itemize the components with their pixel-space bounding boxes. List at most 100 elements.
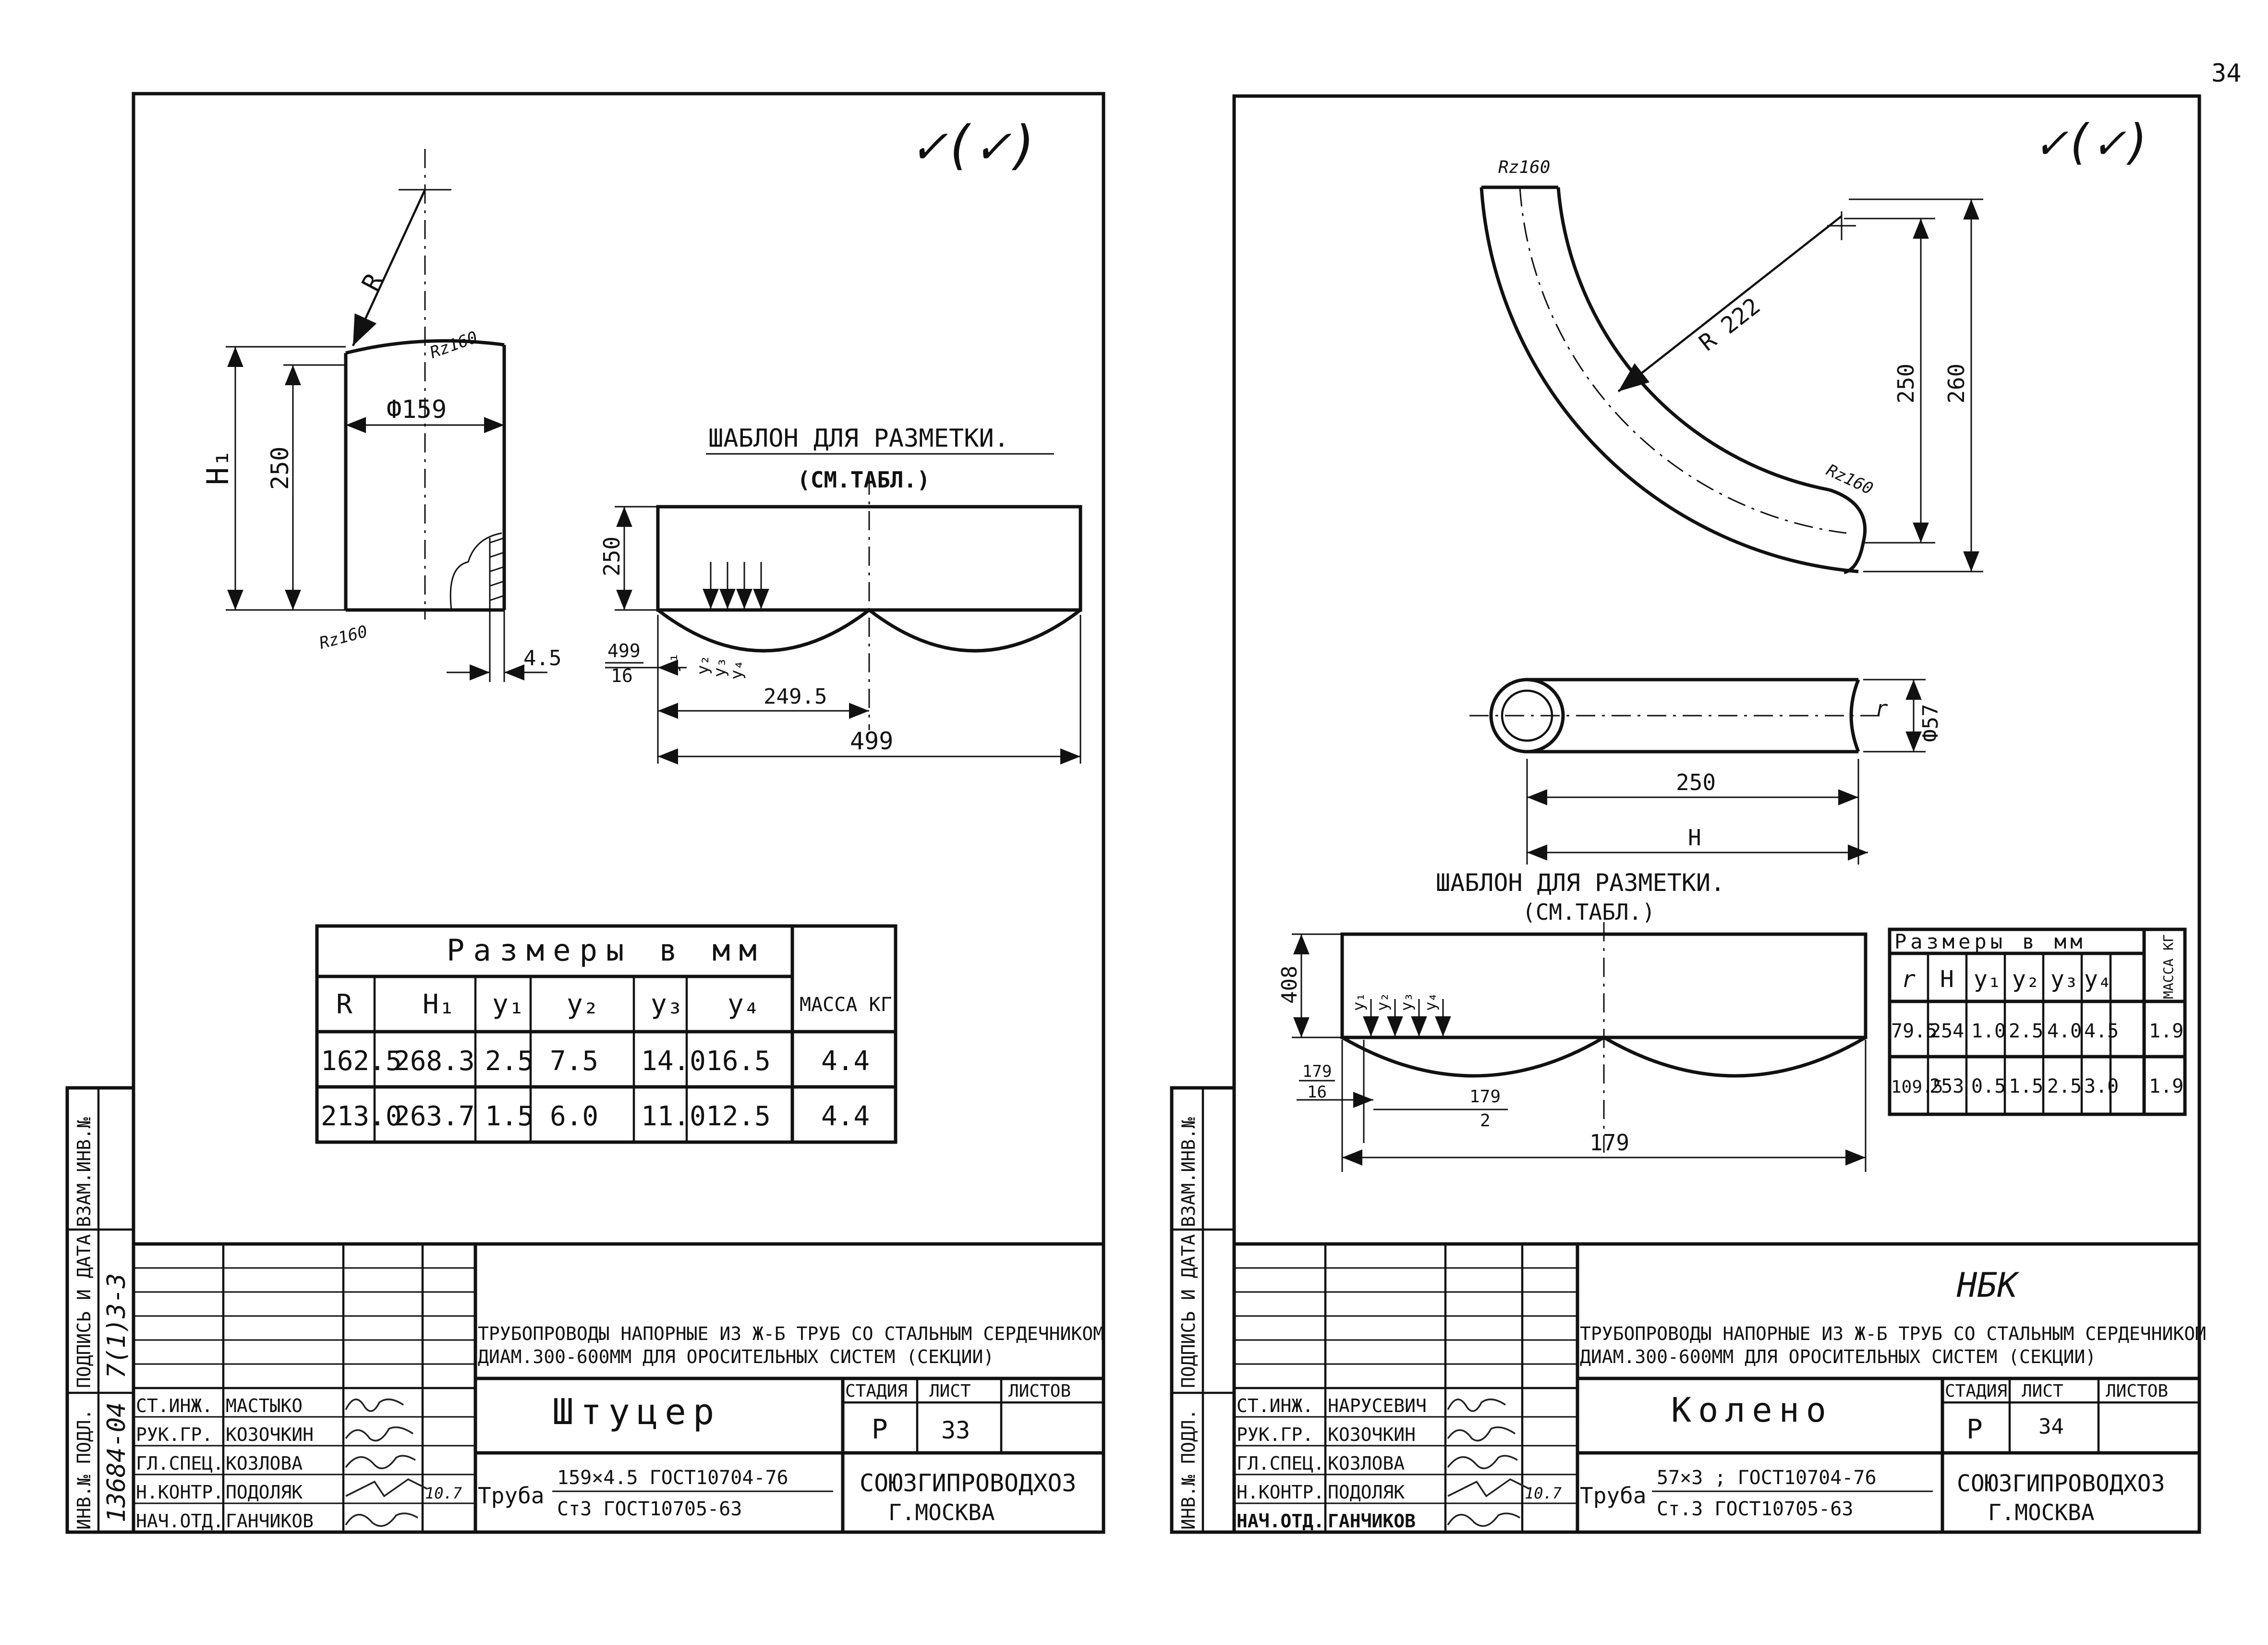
people-list: СТ.ИНЖ. НАРУСЕВИЧ РУК.ГР. КОЗОЧКИН ГЛ.СП…	[1237, 1395, 1427, 1532]
y4: y₄	[727, 660, 746, 680]
dim-250b: 250	[1676, 769, 1716, 795]
dim-260: 260	[1943, 364, 1969, 403]
project-title: ТРУБОПРОВОДЫ НАПОРНЫЕ ИЗ Ж-Б ТРУБ СО СТА…	[478, 1323, 1104, 1344]
col-H1: H₁	[423, 989, 455, 1020]
pipe-word: Труба	[478, 1483, 544, 1509]
signatures	[345, 1398, 428, 1527]
role: РУК.ГР.	[1237, 1424, 1313, 1445]
table-row: 162.5 268.3 2.5 7.5 14.0 16.5 4.4	[321, 1046, 870, 1077]
cell: 7.5	[550, 1046, 598, 1077]
person: ПОДОЛЯК	[1328, 1482, 1405, 1503]
person: КОЗЛОВА	[226, 1453, 303, 1474]
person: КОЗОЧКИН	[226, 1424, 314, 1445]
org-name: СОЮЗГИПРОВОДХОЗ	[1957, 1470, 2165, 1497]
side-label-vzam: ВЗАМ.ИНВ.№	[73, 1117, 95, 1227]
person: ГАНЧИКОВ	[1328, 1511, 1416, 1532]
col-r: r	[1902, 966, 1916, 993]
frac2-den: 2	[1480, 1111, 1491, 1131]
col-y1: y₁	[1974, 966, 2001, 993]
project-title-2: ДИАМ.300-600ММ ДЛЯ ОРОСИТЕЛЬНЫХ СИСТЕМ (…	[1580, 1346, 2096, 1367]
right-pipe-view: Ф57 r 250 H	[1469, 678, 1943, 865]
cell: 268.3	[394, 1046, 475, 1077]
label-H1: H₁	[200, 449, 235, 485]
pipe-spec-bottom: Ст3 ГОСТ10705-63	[557, 1498, 742, 1520]
right-size-table: Размеры в мм МАССА КГ r H y₁ y₂ y₃ y₄ 79…	[1888, 927, 2187, 1116]
sheet-header: ЛИСТ	[2022, 1381, 2063, 1401]
cell: 1.9	[2149, 1075, 2183, 1097]
pipe-word: Труба	[1580, 1483, 1646, 1509]
frac-num: 179	[1302, 1062, 1332, 1081]
role: РУК.ГР.	[136, 1424, 213, 1445]
cell: 12.5	[706, 1101, 771, 1132]
col-y2: y₂	[2012, 966, 2040, 993]
cell: 11.0	[641, 1101, 706, 1132]
col-y1: y₁	[492, 989, 524, 1020]
side-label-inv: ИНВ.№ ПОДЛ.	[1178, 1409, 1199, 1530]
template-title: ШАБЛОН ДЛЯ РАЗМЕТКИ.	[1436, 869, 1725, 897]
cell: 3.0	[2084, 1075, 2119, 1097]
frac-den: 16	[611, 665, 633, 686]
cell: 2.5	[485, 1046, 534, 1077]
dim-408: 408	[1277, 966, 1302, 1004]
y1: y₁	[662, 653, 681, 672]
left-sheet: ✓(✓) R H₁ 250	[65, 92, 1105, 1534]
pipe-spec-bottom: Ст.3 ГОСТ10705-63	[1657, 1498, 1853, 1520]
project-title: ТРУБОПРОВОДЫ НАПОРНЫЕ ИЗ Ж-Б ТРУБ СО СТА…	[1580, 1323, 2206, 1344]
role: Н.КОНТР.	[136, 1482, 224, 1503]
right-sheet: ✓(✓) R 222 Rz160 250 260 Rz160	[1170, 94, 2206, 1534]
left-frame	[132, 92, 1105, 1534]
y3: y₃	[1397, 992, 1416, 1011]
cell: 2.5	[2009, 1020, 2043, 1042]
side-value-inv: 13684-04	[102, 1402, 131, 1523]
col-y4: y₄	[2084, 966, 2112, 993]
person: ГАНЧИКОВ	[226, 1511, 314, 1532]
cell: 1.9	[2149, 1020, 2183, 1042]
stage-header: СТАДИЯ	[845, 1381, 908, 1401]
col-y3: y₃	[2050, 966, 2078, 993]
frac2-num: 179	[1469, 1087, 1501, 1107]
dim-179: 179	[1589, 1130, 1629, 1156]
dim-250: 250	[1893, 364, 1919, 403]
role: ГЛ.СПЕЦ.	[136, 1453, 224, 1474]
project-title-2: ДИАМ.300-600ММ ДЛЯ ОРОСИТЕЛЬНЫХ СИСТЕМ (…	[478, 1346, 994, 1367]
table-row: 213.0 263.7 1.5 6.0 11.0 12.5 4.4	[321, 1101, 870, 1132]
rough-top: Rz160	[1498, 158, 1550, 177]
right-part-drawing: R 222 Rz160 250 260 Rz160	[1480, 158, 1983, 574]
table-row: 109.5 253 0.5 1.5 2.5 3.0 1.9	[1891, 1075, 2183, 1097]
y2: y₂	[693, 655, 713, 675]
sheet-value: 34	[2038, 1414, 2064, 1439]
template-subtitle: (СМ.ТАБЛ.)	[797, 467, 930, 493]
cell: 79.5	[1891, 1020, 1937, 1042]
right-template: ШАБЛОН ДЛЯ РАЗМЕТКИ. (СМ.ТАБЛ.) y₁ y₂ y₃…	[1277, 869, 1868, 1172]
side-label-sign: ПОДПИСЬ И ДАТА	[73, 1234, 95, 1388]
rough-bottom: Rz160	[317, 622, 369, 653]
dim-250: 250	[266, 447, 294, 490]
dim-249-5: 249.5	[764, 684, 827, 709]
role: СТ.ИНЖ.	[136, 1395, 213, 1416]
pipe-spec-top: 159×4.5 ГОСТ10704-76	[557, 1467, 788, 1489]
cell: 4.0	[2047, 1020, 2082, 1042]
sheets-header: ЛИСТОВ	[2106, 1381, 2168, 1401]
dim-phi159: Ф159	[387, 395, 447, 424]
y2: y₂	[1373, 992, 1392, 1011]
role: СТ.ИНЖ.	[1237, 1395, 1313, 1416]
sign-date: 10.7	[1525, 1484, 1562, 1502]
right-title-block: НБК ТРУБОПРОВОДЫ НАПОРНЫЕ ИЗ Ж-Б ТРУБ СО…	[1234, 1242, 2206, 1532]
right-frame	[1232, 94, 2201, 1534]
table-group-header: Размеры в мм	[1894, 930, 2086, 953]
role: Н.КОНТР.	[1237, 1482, 1324, 1503]
left-check-mark: ✓(✓)	[912, 114, 1040, 176]
person: МАСТЫКО	[226, 1395, 303, 1416]
side-label-vzam: ВЗАМ.ИНВ.№	[1178, 1117, 1199, 1227]
table-row: 79.5 254 1.0 2.5 4.0 4.5 1.9	[1891, 1020, 2183, 1042]
handwritten-note: НБК	[1956, 1266, 2020, 1305]
y3: y₃	[710, 658, 729, 677]
pipe-spec-top: 57×3 ; ГОСТ10704-76	[1657, 1467, 1877, 1489]
left-size-table: Размеры в мм МАССА КГ R H₁ y₁ y₂ y₃ y₄ 1…	[315, 924, 897, 1144]
people-list: СТ.ИНЖ. МАСТЫКО РУК.ГР. КОЗОЧКИН ГЛ.СПЕЦ…	[136, 1395, 314, 1532]
signatures	[1447, 1398, 1530, 1527]
org-city: Г.МОСКВА	[1988, 1499, 2095, 1525]
right-check-mark: ✓(✓)	[2036, 114, 2152, 170]
side-label-inv: ИНВ.№ ПОДЛ.	[73, 1409, 95, 1530]
